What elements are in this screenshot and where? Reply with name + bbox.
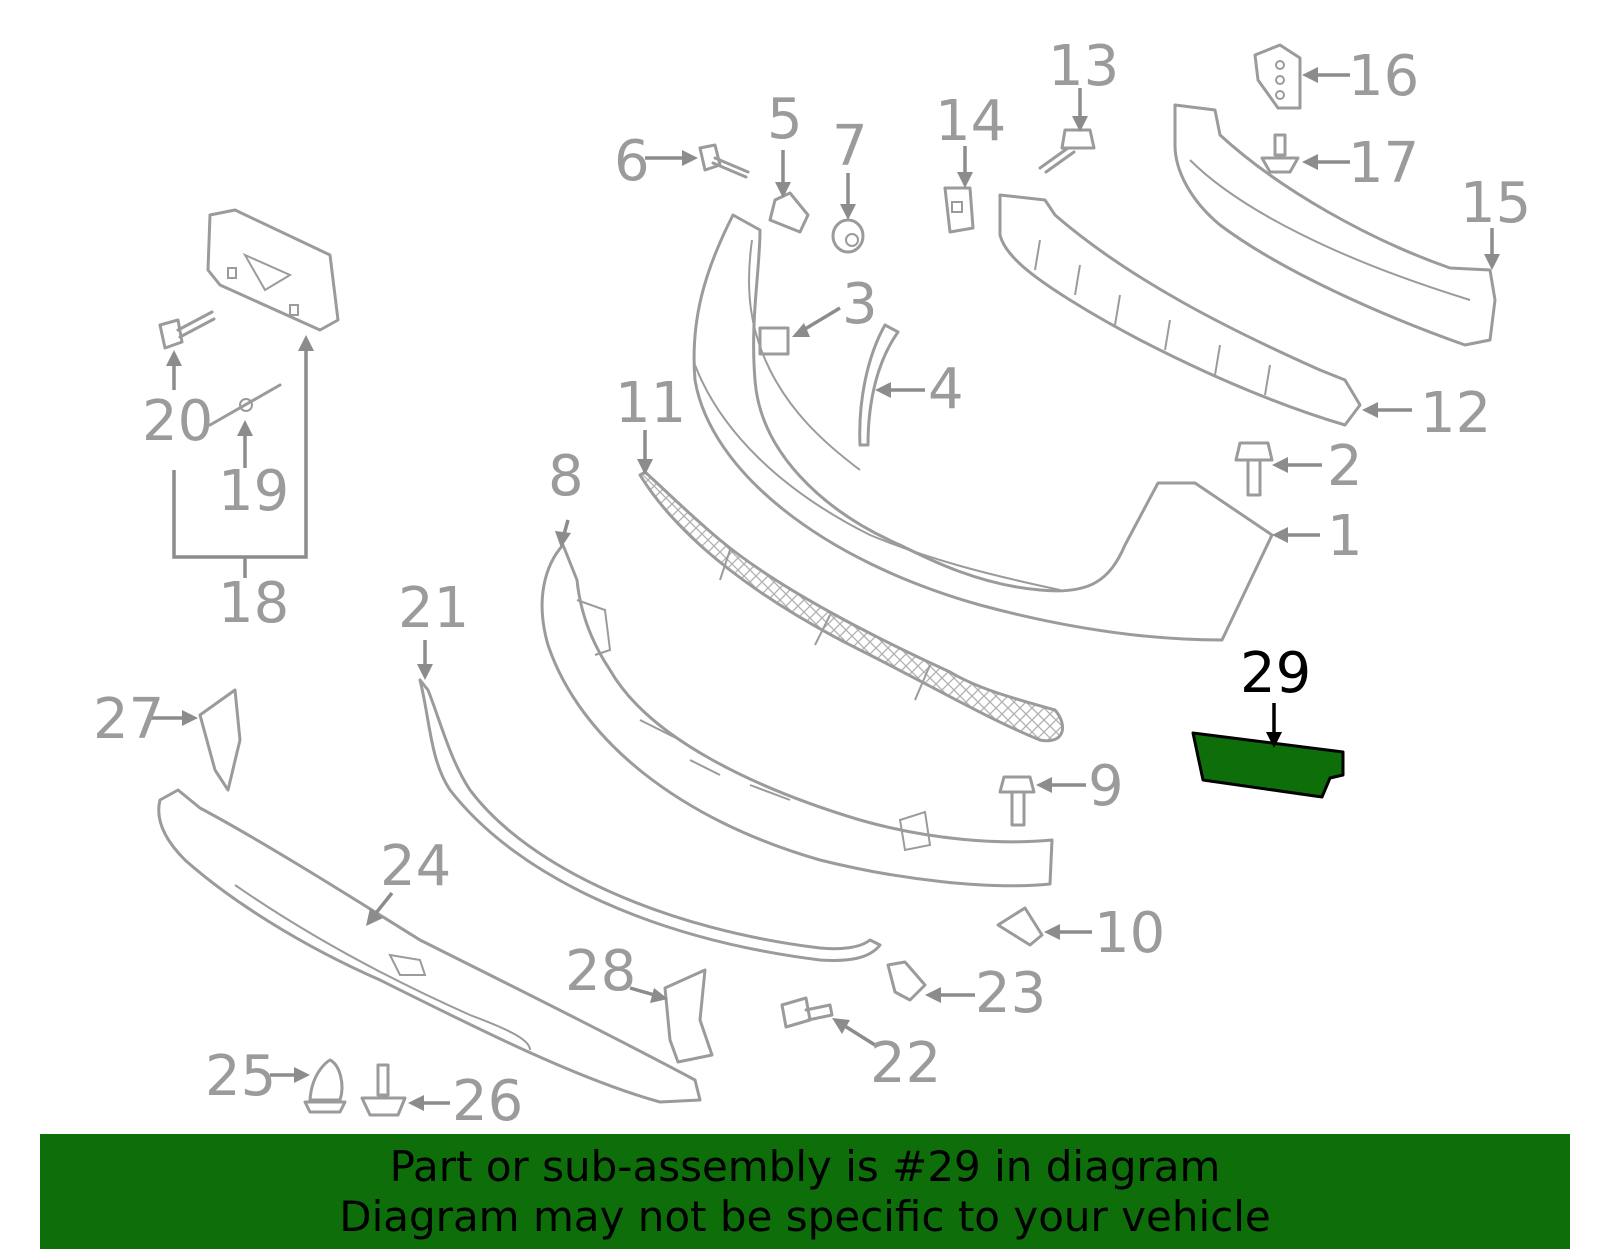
stud-nut-26 bbox=[360, 1063, 407, 1117]
screw-20 bbox=[158, 310, 216, 350]
grille-11 bbox=[638, 470, 1064, 743]
callout-2: 2 bbox=[1327, 434, 1363, 499]
callout-22: 22 bbox=[870, 1031, 941, 1096]
bracket-4 bbox=[858, 323, 900, 447]
callout-10: 10 bbox=[1094, 901, 1165, 966]
callout-8: 8 bbox=[548, 444, 584, 509]
callout-6: 6 bbox=[614, 129, 650, 194]
callout-29: 29 bbox=[1240, 641, 1311, 706]
banner-line-2: Diagram may not be specific to your vehi… bbox=[339, 1191, 1271, 1241]
pin-25 bbox=[303, 1058, 347, 1114]
bracket-27 bbox=[198, 688, 242, 792]
callout-11: 11 bbox=[615, 371, 686, 436]
callout-24: 24 bbox=[380, 834, 451, 899]
highlighted-part-29[interactable] bbox=[1191, 731, 1345, 799]
callout-19: 19 bbox=[218, 459, 289, 524]
callout-26: 26 bbox=[452, 1069, 523, 1134]
info-banner: Part or sub-assembly is #29 in diagram D… bbox=[40, 1134, 1570, 1249]
callout-23: 23 bbox=[975, 961, 1046, 1026]
callout-18: 18 bbox=[218, 571, 289, 636]
callout-13: 13 bbox=[1048, 34, 1119, 99]
reinforcement-15 bbox=[1173, 103, 1497, 347]
callout-12: 12 bbox=[1420, 381, 1491, 446]
bolt-13 bbox=[1038, 128, 1096, 174]
callout-1: 1 bbox=[1327, 504, 1363, 569]
callout-28: 28 bbox=[565, 939, 636, 1004]
bracket-28 bbox=[663, 968, 714, 1064]
valance-8 bbox=[540, 543, 1054, 888]
callout-27: 27 bbox=[93, 687, 164, 752]
bolt-22 bbox=[780, 996, 834, 1029]
license-bracket-18 bbox=[206, 208, 340, 332]
clip-10 bbox=[996, 906, 1044, 947]
deflector-21 bbox=[418, 678, 882, 962]
callout-9: 9 bbox=[1088, 754, 1124, 819]
clip-3 bbox=[758, 326, 790, 356]
bracket-16 bbox=[1253, 43, 1302, 110]
bolt-9 bbox=[998, 775, 1036, 827]
shield-24 bbox=[157, 788, 702, 1104]
callout-14: 14 bbox=[935, 89, 1006, 154]
callout-16: 16 bbox=[1348, 44, 1419, 109]
callout-21: 21 bbox=[398, 576, 469, 641]
bolt-2 bbox=[1234, 441, 1274, 497]
callout-3: 3 bbox=[842, 272, 878, 337]
callout-5: 5 bbox=[767, 87, 803, 152]
callout-17: 17 bbox=[1348, 131, 1419, 196]
callout-25: 25 bbox=[205, 1044, 276, 1109]
callout-labels: 1 2 3 4 5 6 7 8 9 10 11 12 13 14 15 16 1… bbox=[93, 34, 1531, 1134]
stud-nut-17 bbox=[1260, 133, 1300, 174]
callout-15: 15 bbox=[1460, 171, 1531, 236]
pin-19 bbox=[208, 383, 282, 427]
bumper-cover-part bbox=[692, 213, 1274, 642]
banner-line-1: Part or sub-assembly is #29 in diagram bbox=[389, 1141, 1221, 1191]
clip-5 bbox=[768, 191, 810, 234]
callout-20: 20 bbox=[142, 389, 213, 454]
screw-6 bbox=[698, 143, 750, 179]
clip-23 bbox=[886, 960, 927, 1002]
clip-14 bbox=[943, 186, 975, 234]
absorber-12 bbox=[998, 193, 1362, 427]
nut-7 bbox=[831, 218, 865, 254]
callout-7: 7 bbox=[832, 114, 868, 179]
callout-4: 4 bbox=[928, 357, 964, 422]
leader-arrows bbox=[150, 67, 1500, 1111]
